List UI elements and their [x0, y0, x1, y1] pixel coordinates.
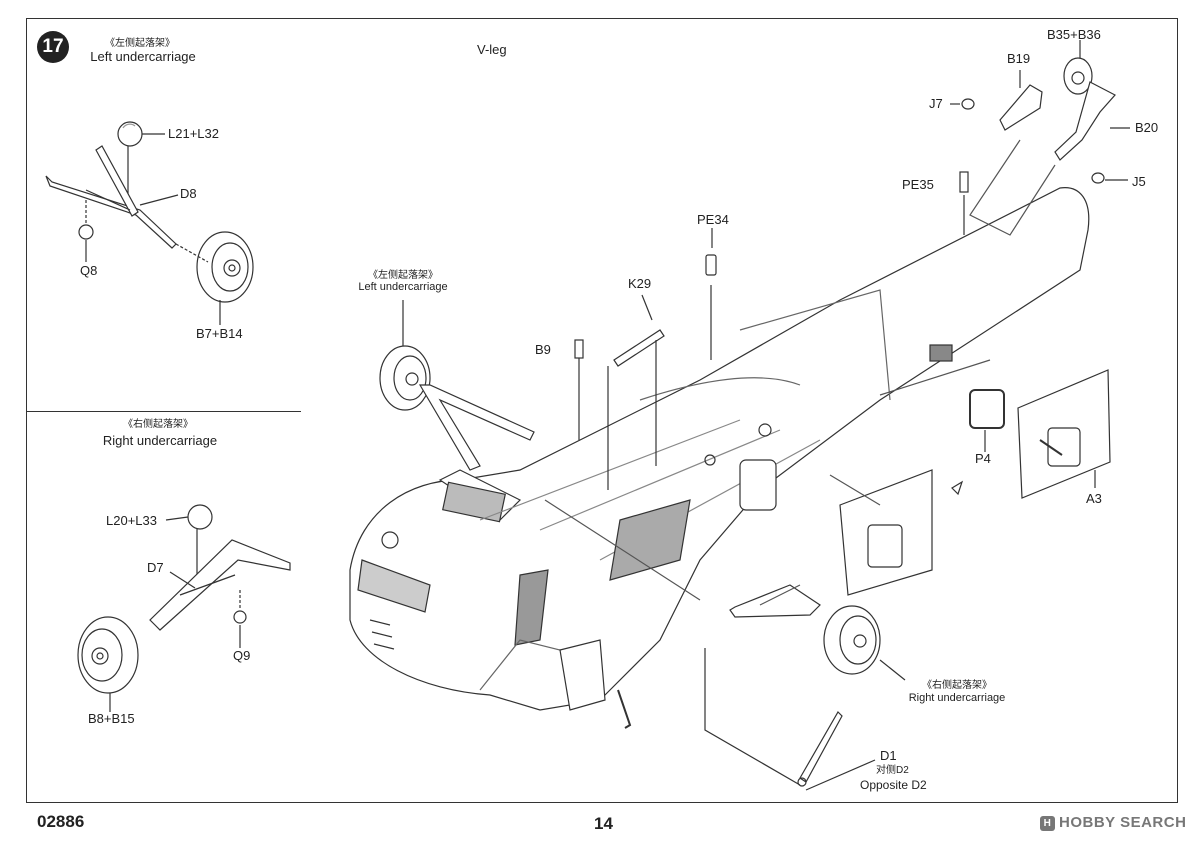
inset-right-title-cn: 《右侧起落架》: [123, 419, 193, 430]
inset-right-title-en: Right undercarriage: [102, 433, 218, 448]
part-label-pe34: PE34: [697, 212, 729, 227]
part-label-q9: Q9: [233, 648, 251, 663]
door-parts: [829, 369, 1111, 596]
main-left-gear: [379, 300, 535, 471]
left-inset-drawing: [45, 121, 254, 325]
part-label-d1: D1: [880, 748, 897, 763]
helicopter-fuselage: [349, 187, 1090, 729]
part-label-b20: B20: [1135, 120, 1159, 135]
part-label-k29: K29: [628, 276, 652, 291]
product-code: 02886: [37, 812, 85, 831]
part-label-q8: Q8: [80, 263, 98, 278]
page-number: 14: [594, 814, 613, 833]
d1-strut: [704, 648, 876, 791]
watermark-logo-icon: H: [1040, 816, 1055, 831]
main-right-ucarr-cn: 《右侧起落架》: [922, 680, 992, 691]
tail-parts: [950, 40, 1130, 236]
inset-left-title-cn: 《左侧起落架》: [105, 38, 175, 49]
step-number-badge: 17: [37, 31, 69, 63]
inset-divider: [26, 411, 301, 412]
watermark: H HOBBY SEARCH: [1040, 814, 1186, 831]
vleg-label: V-leg: [477, 42, 507, 57]
part-label-l20-l33: L20+L33: [106, 513, 157, 528]
main-right-ucarr-en: Right undercarriage: [908, 692, 1006, 704]
inset-left-title-en: Left undercarriage: [90, 49, 196, 64]
right-inset-drawing: [77, 504, 291, 712]
part-label-d8: D8: [180, 186, 197, 201]
part-label-p4: P4: [975, 451, 991, 466]
part-label-pe35: PE35: [902, 177, 934, 192]
part-label-b9: B9: [535, 342, 551, 357]
part-label-d2-cn: 对侧D2: [876, 765, 909, 776]
main-left-ucarr-en: Left undercarriage: [358, 281, 448, 293]
watermark-text: HOBBY SEARCH: [1059, 814, 1187, 831]
top-parts: [574, 171, 969, 490]
part-label-b35-b36: B35+B36: [1047, 27, 1101, 42]
page-frame: [26, 18, 1178, 803]
part-label-l21-l32: L21+L32: [168, 126, 219, 141]
part-label-b7-b14: B7+B14: [196, 326, 243, 341]
part-label-d7: D7: [147, 560, 164, 575]
main-right-gear: [729, 584, 906, 681]
part-label-b8-b15: B8+B15: [88, 711, 135, 726]
part-label-j5: J5: [1132, 174, 1146, 189]
part-label-d2-en: Opposite D2: [860, 778, 927, 792]
part-label-a3: A3: [1086, 491, 1102, 506]
part-label-b19: B19: [1007, 51, 1031, 66]
assembly-lines: [544, 359, 991, 606]
part-label-j7: J7: [929, 96, 943, 111]
main-left-ucarr-cn: 《左侧起落架》: [368, 270, 438, 281]
